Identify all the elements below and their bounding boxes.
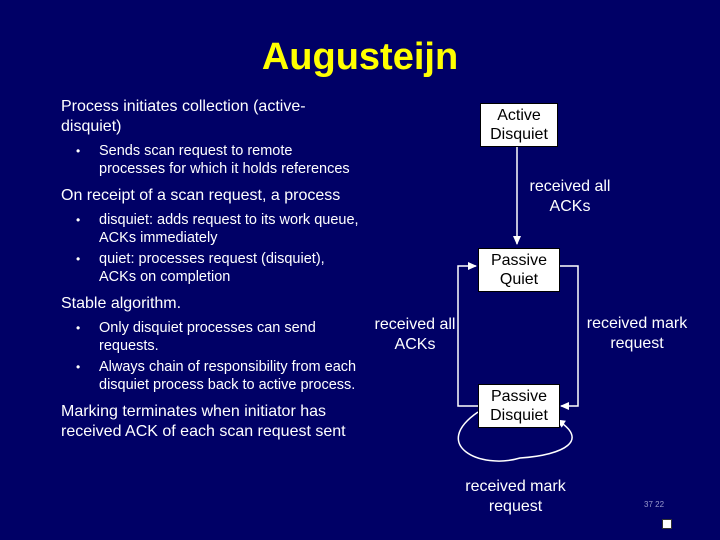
state-passive-quiet: Passive Quiet	[478, 248, 560, 292]
para-stable: Stable algorithm.	[61, 295, 182, 312]
bullet-dot-icon: •	[76, 360, 81, 374]
bullet-dot-icon: •	[76, 213, 81, 227]
arrow-self-loop	[457, 411, 573, 462]
bullet-item: • disquiet: adds request to its work que…	[61, 211, 361, 247]
bullet-item: • Always chain of responsibility from ea…	[61, 358, 361, 394]
bullet-dot-icon: •	[76, 321, 81, 335]
bullet-item: • quiet: processes request (disquiet), A…	[61, 250, 361, 286]
arrow-disquiet-to-quiet	[457, 262, 478, 407]
bullet-item: • Only disquiet processes can send reque…	[61, 319, 361, 355]
state-passive-disquiet: Passive Disquiet	[478, 384, 560, 428]
slide-title: Augusteijn	[261, 36, 459, 78]
bullet-text: Only disquiet processes can send request…	[99, 320, 316, 354]
para-terminates: Marking terminates when initiator has re…	[61, 403, 346, 440]
bullet-text: Always chain of responsibility from each…	[99, 359, 357, 393]
state-active-disquiet: Active Disquiet	[480, 103, 558, 147]
para-receipt: On receipt of a scan request, a process	[61, 187, 341, 204]
transition-label-mark-right: received mark request	[586, 315, 688, 352]
bullet-dot-icon: •	[76, 144, 81, 158]
bullet-text: disquiet: adds request to its work queue…	[99, 212, 359, 246]
arrow-quiet-to-disquiet	[559, 265, 579, 410]
bullet-dot-icon: •	[76, 252, 81, 266]
bullet-text: quiet: processes request (disquiet), ACK…	[99, 251, 325, 285]
slide-number: 37 22	[644, 500, 665, 509]
transition-label-mark-bottom: received mark request	[465, 478, 566, 515]
transition-label-acks-left: received all ACKs	[374, 316, 456, 353]
bullet-text: Sends scan request to remote processes f…	[99, 143, 350, 177]
slideshow-control-icon[interactable]	[662, 519, 672, 529]
text-column: Process initiates collection (active-dis…	[61, 97, 361, 447]
para-initiates: Process initiates collection (active-dis…	[61, 98, 306, 135]
transition-label-acks-top: received all ACKs	[529, 178, 611, 215]
bullet-item: • Sends scan request to remote processes…	[61, 142, 361, 178]
